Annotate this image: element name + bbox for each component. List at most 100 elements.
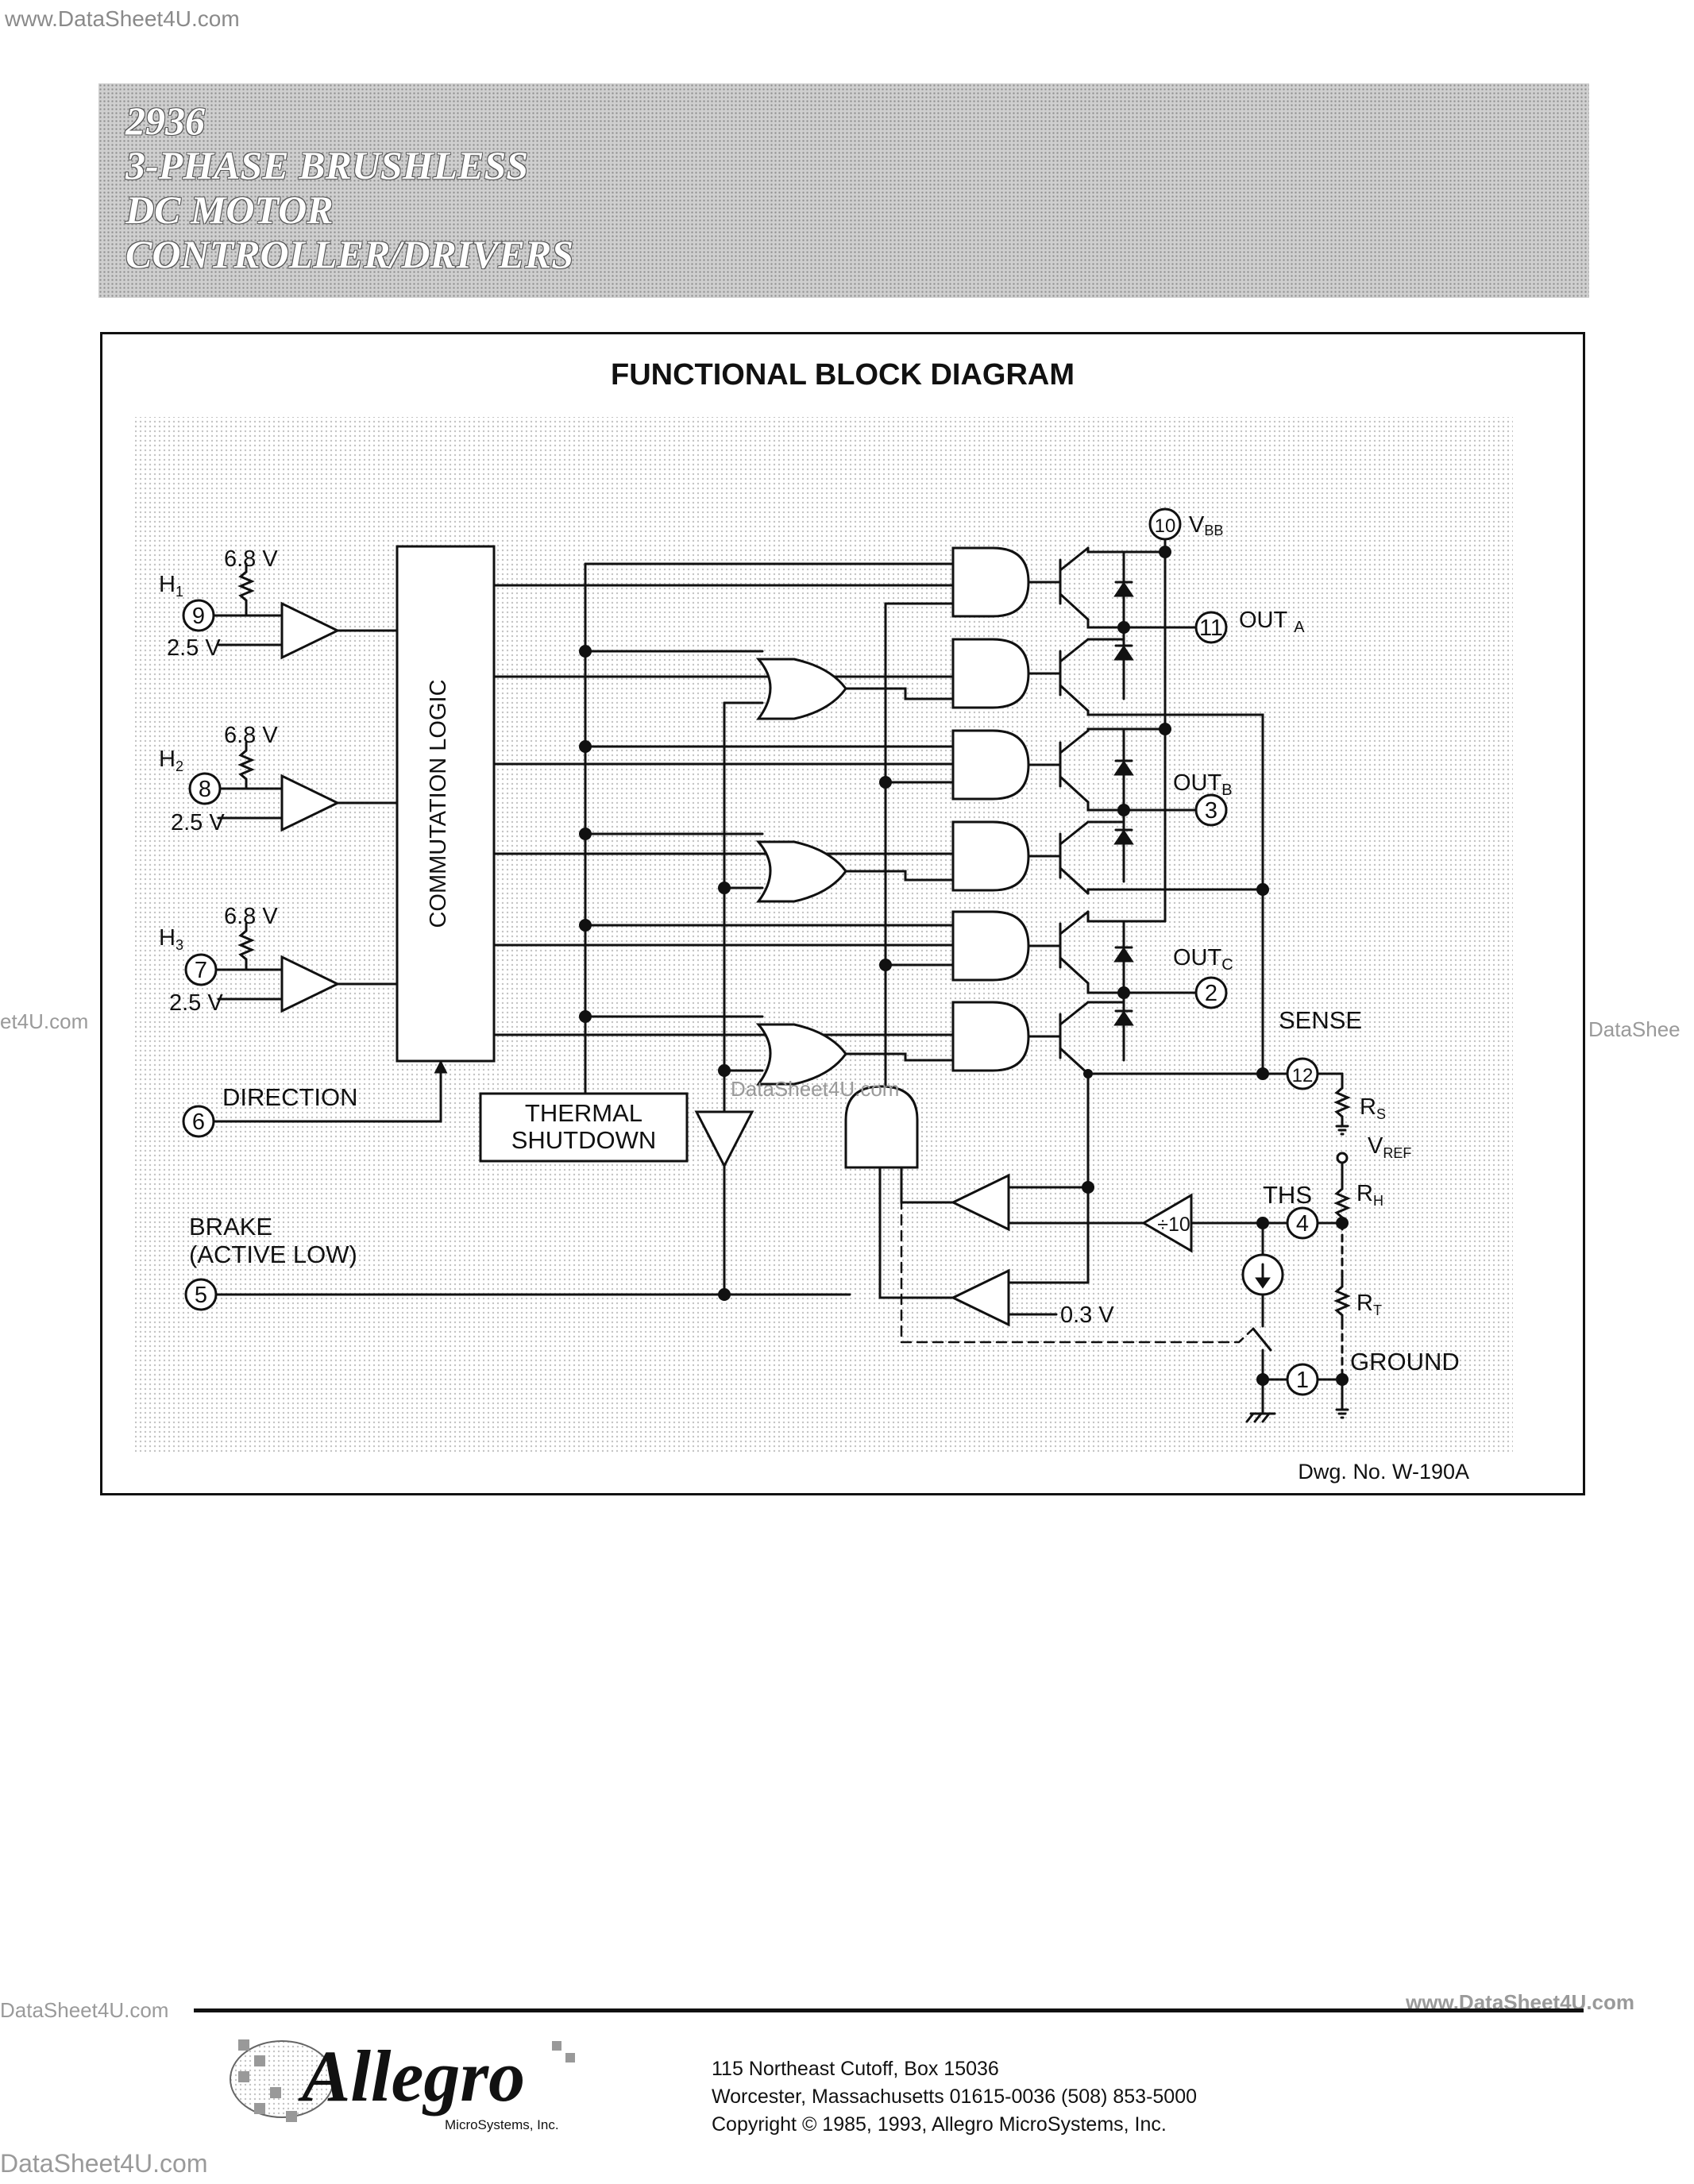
diagram-title: FUNCTIONAL BLOCK DIAGRAM: [610, 358, 1075, 392]
pin-1-label: 1: [1296, 1368, 1309, 1393]
pin-9: [182, 599, 215, 632]
title-line-3: CONTROLLER/DRIVERS: [125, 232, 574, 276]
pin-7-label: 7: [195, 958, 207, 983]
and-gate-c-high: [951, 910, 1030, 982]
rt-label: RT: [1356, 1291, 1382, 1318]
logo-subtitle: MicroSystems, Inc.: [445, 2117, 559, 2132]
pin-8-label: 8: [199, 777, 211, 802]
brake-active-low-label: (ACTIVE LOW): [189, 1241, 357, 1268]
header-band: 2936 3-PHASE BRUSHLESS DC MOTOR CONTROLL…: [98, 83, 1589, 298]
v25-label-3: 2.5 V: [169, 990, 223, 1016]
output-transistors: [1027, 546, 1090, 1075]
logo-wordmark: Allegro: [298, 2035, 525, 2116]
pin-2: [1194, 976, 1228, 1009]
footer-address: 115 Northeast Cutoff, Box 15036 Worceste…: [712, 2055, 1197, 2139]
and-gate-a-low: [951, 638, 1030, 709]
h1-label: H1: [159, 572, 183, 600]
pin-12: [1286, 1057, 1319, 1090]
watermark-mid-center: DataSheet4U.com: [731, 1077, 899, 1101]
pin-7: [184, 953, 218, 986]
commutation-logic-label: COMMUTATION LOGIC: [426, 679, 451, 928]
rh-resistor: [1333, 1182, 1351, 1225]
or-gate-a: [755, 658, 847, 720]
or-gate-b: [755, 840, 847, 903]
address-line-2: Worcester, Massachusetts 01615-0036 (508…: [712, 2086, 1198, 2108]
commutation-logic-block: [396, 545, 496, 1063]
brake-inverter: [694, 1110, 754, 1169]
watermark-bottom-left: DataSheet4U.com: [0, 1998, 168, 2022]
out-c-label: OUTC: [1173, 945, 1233, 974]
pin-6: [182, 1105, 215, 1138]
pin-11-label: 11: [1199, 615, 1223, 641]
watermark-mid-left: et4U.com: [0, 1009, 88, 1033]
pin-11: [1194, 611, 1228, 644]
and-gate-b-high: [951, 729, 1030, 801]
footer-rule: [194, 2008, 1584, 2012]
allegro-logo: Allegro MicroSystems, Inc.: [230, 2035, 575, 2132]
pin-12-label: 12: [1292, 1065, 1314, 1086]
rh-label: RH: [1356, 1181, 1383, 1209]
vref-node: [1336, 1152, 1349, 1164]
pin-4-label: 4: [1296, 1211, 1309, 1237]
hall-comparator-1: [206, 562, 399, 660]
pin-1: [1286, 1363, 1319, 1396]
watermark-footer-left: DataSheet4U.com: [0, 2149, 207, 2178]
out-b-label: OUTB: [1173, 770, 1233, 799]
watermark-top: www.DataSheet4U.com: [5, 6, 240, 31]
pin-10-label: 10: [1155, 515, 1176, 537]
v25-label-1: 2.5 V: [167, 635, 221, 661]
limit-and-gate: [844, 1085, 919, 1169]
junction-dots: [579, 546, 1349, 1386]
and-gate-a-high: [951, 546, 1030, 618]
v68-label-3: 6.8 V: [224, 904, 278, 929]
rt-resistor: [1333, 1277, 1351, 1324]
rs-label: RS: [1360, 1094, 1386, 1122]
pin-5: [184, 1278, 218, 1311]
pin-2-label: 2: [1205, 981, 1217, 1006]
v25-label-2: 2.5 V: [171, 810, 225, 835]
direction-wire: [211, 1064, 442, 1123]
and-gate-c-low: [951, 1001, 1030, 1072]
brake-label: BRAKE: [189, 1213, 272, 1241]
thermal-comparator: [950, 1268, 1010, 1327]
address-line-1: 115 Northeast Cutoff, Box 15036: [712, 2058, 999, 2080]
vref-label: VREF: [1368, 1133, 1411, 1161]
thermal-shutdown-block: [479, 1092, 689, 1163]
title-line-1: 3-PHASE BRUSHLESS: [125, 143, 529, 187]
or-gate-c: [755, 1023, 847, 1086]
watermark-mid-right: DataShee: [1588, 1017, 1680, 1041]
pin-3-label: 3: [1205, 798, 1217, 824]
ground-label: GROUND: [1350, 1348, 1460, 1376]
h2-label: H2: [159, 747, 183, 774]
pin-4: [1286, 1206, 1319, 1240]
rs-resistor: [1333, 1072, 1351, 1128]
pin-5-label: 5: [195, 1283, 207, 1308]
and-gate-b-low: [951, 820, 1030, 892]
thermal-label-1: THERMAL: [525, 1099, 642, 1127]
copyright-line: Copyright © 1985, 1993, Allegro MicroSys…: [712, 2113, 1167, 2136]
v68-label-1: 6.8 V: [224, 546, 278, 572]
sense-label: SENSE: [1279, 1006, 1362, 1034]
thermal-dashed: [900, 1166, 1255, 1344]
v03-label: 0.3 V: [1060, 1302, 1114, 1328]
hall-comparator-2: [213, 741, 399, 832]
ths-label: THS: [1263, 1181, 1312, 1209]
v68-label-2: 6.8 V: [224, 723, 278, 748]
pin-3: [1194, 793, 1228, 827]
h3-label: H3: [159, 925, 183, 953]
current-comparator: [950, 1173, 1010, 1232]
pin-9-label: 9: [192, 604, 205, 629]
diagram-frame: FUNCTIONAL BLOCK DIAGRAM: [100, 332, 1585, 1495]
title-line-2: DC MOTOR: [125, 187, 334, 232]
pin-8: [188, 772, 222, 805]
diagram-shading: [135, 417, 1513, 1453]
vbb-label: VBB: [1189, 512, 1223, 538]
divider-label: ÷10: [1157, 1214, 1190, 1236]
pin-6-label: 6: [192, 1109, 205, 1135]
part-number: 2936: [125, 98, 205, 143]
hall-comparator-3: [213, 922, 399, 1013]
direction-label: DIRECTION: [222, 1083, 358, 1111]
thermal-label-2: SHUTDOWN: [511, 1126, 657, 1154]
